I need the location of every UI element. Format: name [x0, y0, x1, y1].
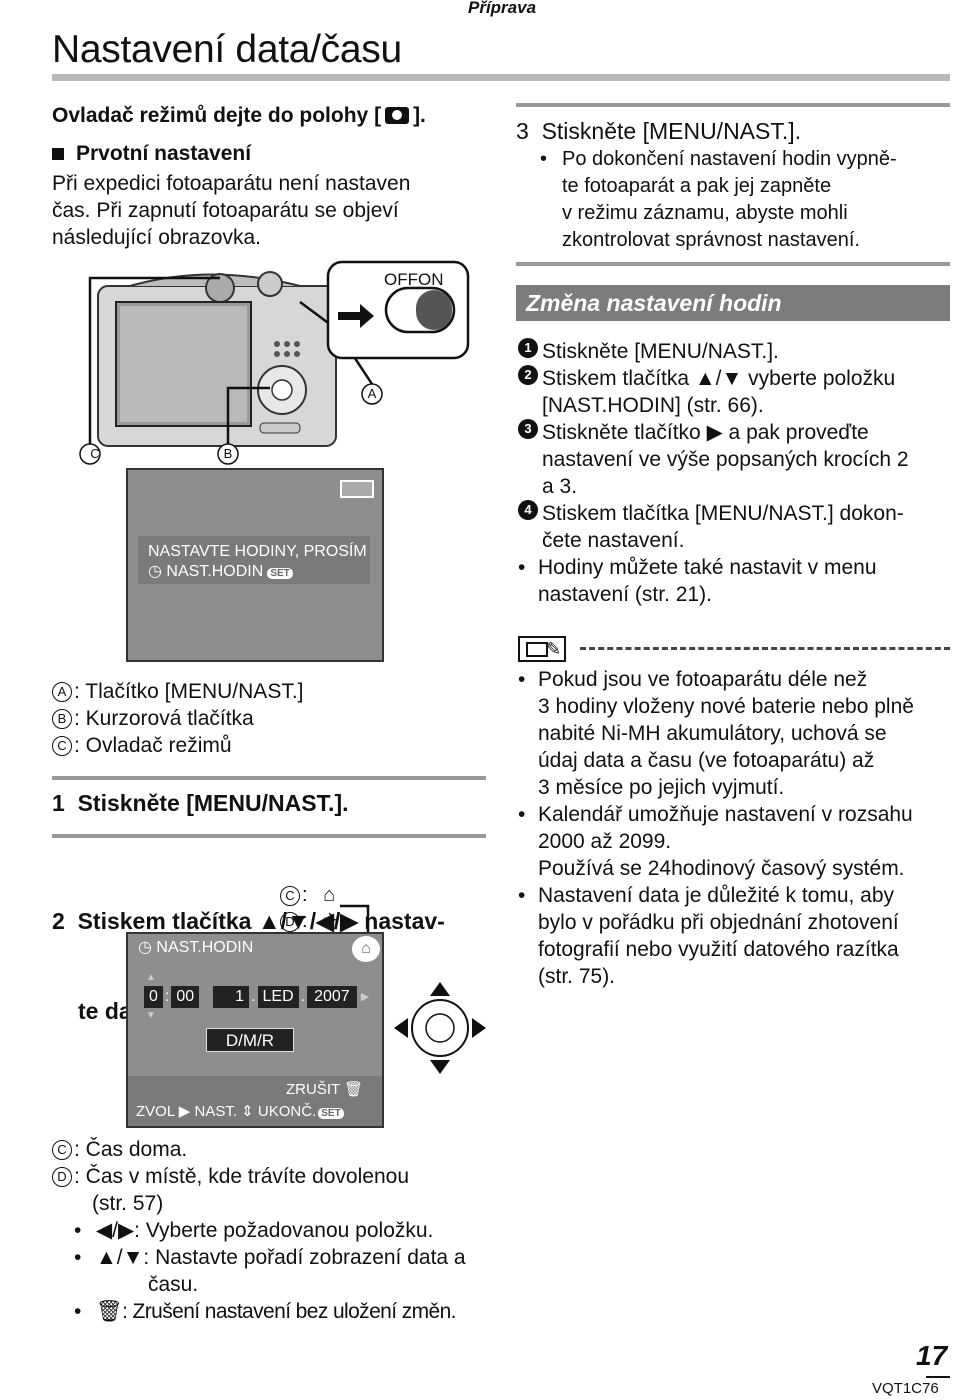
- callout-letter-c: C: [90, 446, 100, 461]
- home-label: C: ⌂: [280, 884, 335, 907]
- notes: C: Čas doma. D: Čas v místě, kde trávíte…: [52, 1136, 409, 1217]
- step3-bullet: Po dokončení nastavení hodin vypně- te f…: [540, 146, 897, 254]
- legend-item-a: A: Tlačítko [MENU/NAST.]: [52, 678, 304, 705]
- airplane-icon: ✈: [323, 910, 340, 932]
- cancel-label: ZRUŠIT: [286, 1081, 340, 1098]
- step3: 3 Stiskněte [MENU/NAST.].: [516, 118, 802, 144]
- camera-illustration: [79, 260, 470, 465]
- home-icon: ⌂: [323, 884, 336, 906]
- month-field[interactable]: LED: [257, 986, 299, 1008]
- callout-lines-cd: [340, 904, 370, 936]
- day-field[interactable]: 1: [213, 986, 250, 1008]
- cursor-buttons-icon: [394, 982, 486, 1074]
- footer-rule: [926, 1376, 950, 1378]
- legend-item-b: B: Kurzorová tlačítka: [52, 705, 304, 732]
- step1: 1 Stiskněte [MENU/NAST.].: [52, 790, 349, 816]
- battery-icon: [340, 480, 374, 498]
- date-order-field[interactable]: D/M/R: [206, 1028, 294, 1052]
- square-bullet-icon: [52, 148, 64, 160]
- camera-mode-icon: [385, 107, 410, 124]
- hour-field[interactable]: 0: [144, 986, 163, 1008]
- lcd-title: NAST.HODIN: [156, 939, 254, 956]
- page-title: Nastavení data/času: [52, 28, 402, 71]
- trash-icon: 🗑: [344, 1081, 364, 1098]
- lcd-screen-clock: ◷ NAST.HODIN ⌂ ▲ ▼ 0 : 00 1 . LED . 2007…: [126, 932, 384, 1128]
- home-indicator-icon: ⌂: [352, 936, 380, 962]
- change-rule: [516, 262, 950, 266]
- doc-code: VQT1C76: [872, 1380, 939, 1397]
- first-setup-heading: Prvotní nastavení: [52, 140, 251, 167]
- memo-bullets: •Pokud jsou ve fotoaparátu déle než 3 ho…: [518, 668, 914, 988]
- step3-rule: [516, 103, 950, 107]
- travel-label: D: ✈: [280, 908, 340, 933]
- trash-icon: 🗑: [96, 1300, 123, 1323]
- intro-instruction: Ovladač režimů dejte do polohy [].: [52, 104, 426, 127]
- menu-set-badge: SET: [267, 568, 293, 579]
- left-bullets: ◀/▶: Vyberte požadovanou položku. ▲/▼: N…: [74, 1217, 466, 1325]
- minute-field[interactable]: 00: [171, 986, 200, 1008]
- clock-icon: ◷: [138, 939, 157, 956]
- switch-off-label: OFF: [384, 270, 418, 289]
- first-setup-text: Při expedici fotoaparátu není nastaven č…: [52, 172, 411, 249]
- memo-dashes: [580, 647, 950, 650]
- page-number: 17: [916, 1340, 948, 1371]
- clock-icon: ◷: [148, 563, 167, 580]
- step2-rule: [52, 834, 486, 838]
- menu-set-badge: SET: [318, 1108, 344, 1119]
- legend: A: Tlačítko [MENU/NAST.] B: Kurzorová tl…: [52, 678, 304, 759]
- legend-item-c: C: Ovladač režimů: [52, 732, 304, 759]
- finish-label: UKONČ.: [257, 1103, 317, 1120]
- note-home: C: Čas doma.: [52, 1136, 409, 1163]
- callout-letter-b: B: [223, 446, 233, 461]
- note-travel: D: Čas v místě, kde trávíte dovolenou: [52, 1163, 409, 1190]
- change-heading: Změna nastavení hodin: [516, 285, 950, 321]
- title-rule: [52, 74, 950, 81]
- switch-on-label: ON: [418, 270, 444, 289]
- memo-icon: ✎: [518, 636, 566, 662]
- step1-rule: [52, 776, 486, 780]
- set-label: NAST.: [194, 1103, 238, 1120]
- select-label: ZVOL: [136, 1103, 175, 1120]
- section-tag: Příprava: [468, 0, 537, 17]
- step2: 2 Stiskem tlačítka ▲/▼/◀/▶ nastav- te da…: [52, 908, 445, 1024]
- date-fields: 0 : 00 1 . LED . 2007 ▶: [144, 986, 369, 1008]
- year-field[interactable]: 2007: [307, 986, 357, 1008]
- callout-letter-a: A: [367, 386, 377, 401]
